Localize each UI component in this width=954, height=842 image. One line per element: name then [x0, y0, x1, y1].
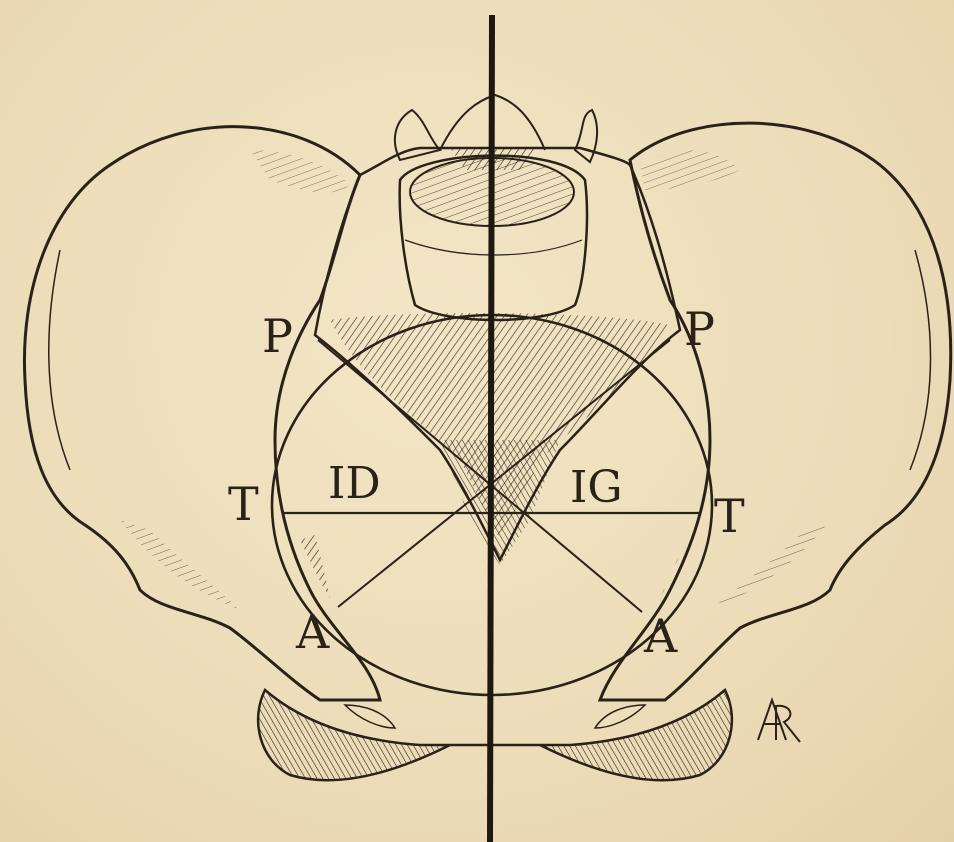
label-p-right: P [684, 302, 715, 356]
transverse-process-right [575, 110, 597, 162]
label-ig: IG [570, 462, 623, 513]
label-t-right: T [714, 489, 745, 543]
label-a-right: A [643, 609, 678, 663]
label-p-left: P [262, 309, 293, 363]
label-a-left: A [295, 605, 330, 659]
label-t-left: T [228, 477, 259, 531]
midline-axis [490, 15, 492, 842]
label-id: ID [328, 458, 381, 509]
pubic-region [258, 690, 732, 780]
artist-monogram-signature [758, 700, 800, 742]
